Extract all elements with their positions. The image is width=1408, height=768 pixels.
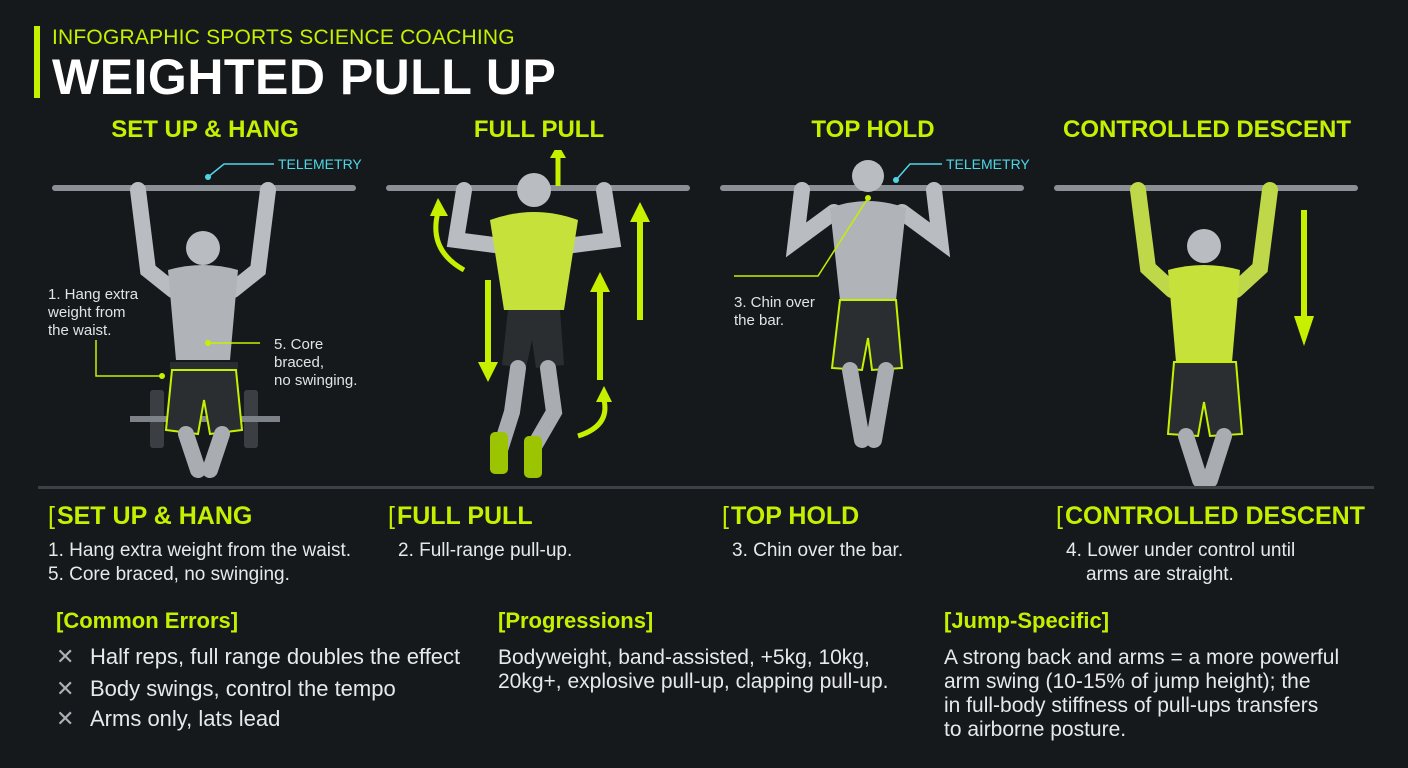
progressions-text: Bodyweight, band-assisted, +5kg, 10kg, 2… bbox=[498, 646, 889, 693]
phase-controlled-descent: CONTROLLED DESCENT [CONTROLLED DESCENT 4… bbox=[1040, 0, 1374, 590]
callout-hang-weight: 1. Hang extra weight from the waist. bbox=[48, 286, 139, 339]
step-line: arms are straight. bbox=[1086, 564, 1234, 585]
phase-heading: SET UP & HANG bbox=[111, 116, 299, 143]
step-line: 2. Full-range pull-up. bbox=[398, 540, 573, 561]
phase-heading: FULL PULL bbox=[473, 116, 605, 143]
controlled-descent-illustration bbox=[1054, 182, 1358, 488]
cross-icon: ✕ bbox=[56, 706, 75, 731]
telemetry-label: TELEMETRY bbox=[946, 156, 1030, 172]
step-line: 5. Core braced, no swinging. bbox=[48, 564, 290, 585]
phase-divider bbox=[706, 486, 1040, 489]
top-hold-illustration bbox=[720, 160, 1024, 448]
step-title: [CONTROLLED DESCENT bbox=[1056, 502, 1365, 530]
set-up-hang-illustration bbox=[52, 163, 356, 478]
step-line: 3. Chin over the bar. bbox=[732, 540, 904, 561]
callout-core-braced: 5. Core braced, no swinging. bbox=[274, 336, 358, 389]
jump-specific-text: A strong back and arms = a more powerful… bbox=[944, 646, 1340, 741]
phase-divider bbox=[372, 486, 706, 489]
phase-heading: TOP HOLD bbox=[811, 116, 935, 143]
error-item: ✕Half reps, full range doubles the effec… bbox=[56, 644, 461, 669]
title-accent-bar bbox=[34, 26, 40, 98]
step-title: [SET UP & HANG bbox=[48, 502, 253, 530]
cross-icon: ✕ bbox=[56, 644, 75, 669]
common-errors-title: [Common Errors] bbox=[56, 608, 239, 633]
phase-divider bbox=[38, 486, 372, 489]
phase-heading: CONTROLLED DESCENT bbox=[1063, 116, 1351, 143]
step-title: [TOP HOLD bbox=[722, 502, 860, 530]
step-line: 4. Lower under control until bbox=[1066, 540, 1296, 561]
header-kicker: INFOGRAPHIC SPORTS SCIENCE COACHING bbox=[52, 26, 515, 49]
phase-set-up-hang: SET UP & HANG TELEMETRY 1. Hang extra we… bbox=[38, 0, 372, 590]
telemetry-label: TELEMETRY bbox=[278, 156, 362, 172]
full-pull-illustration bbox=[386, 150, 690, 478]
jump-specific-title: [Jump-Specific] bbox=[944, 608, 1110, 633]
phase-divider bbox=[1040, 486, 1374, 489]
progressions-title: [Progressions] bbox=[498, 608, 654, 633]
phase-top-hold: TOP HOLD TELEMETRY 3. Chin over the bar.… bbox=[706, 0, 1040, 590]
page-title: WEIGHTED PULL UP bbox=[52, 49, 557, 105]
callout-chin-over-bar: 3. Chin over the bar. bbox=[734, 294, 815, 329]
step-line: 1. Hang extra weight from the waist. bbox=[48, 540, 352, 561]
cross-icon: ✕ bbox=[56, 676, 75, 701]
phase-full-pull: FULL PULL [FULL PULL 2. Full-range pull-… bbox=[372, 0, 706, 590]
step-title: [FULL PULL bbox=[388, 502, 533, 530]
error-item: ✕Arms only, lats lead bbox=[56, 706, 281, 731]
error-item: ✕Body swings, control the tempo bbox=[56, 676, 396, 701]
